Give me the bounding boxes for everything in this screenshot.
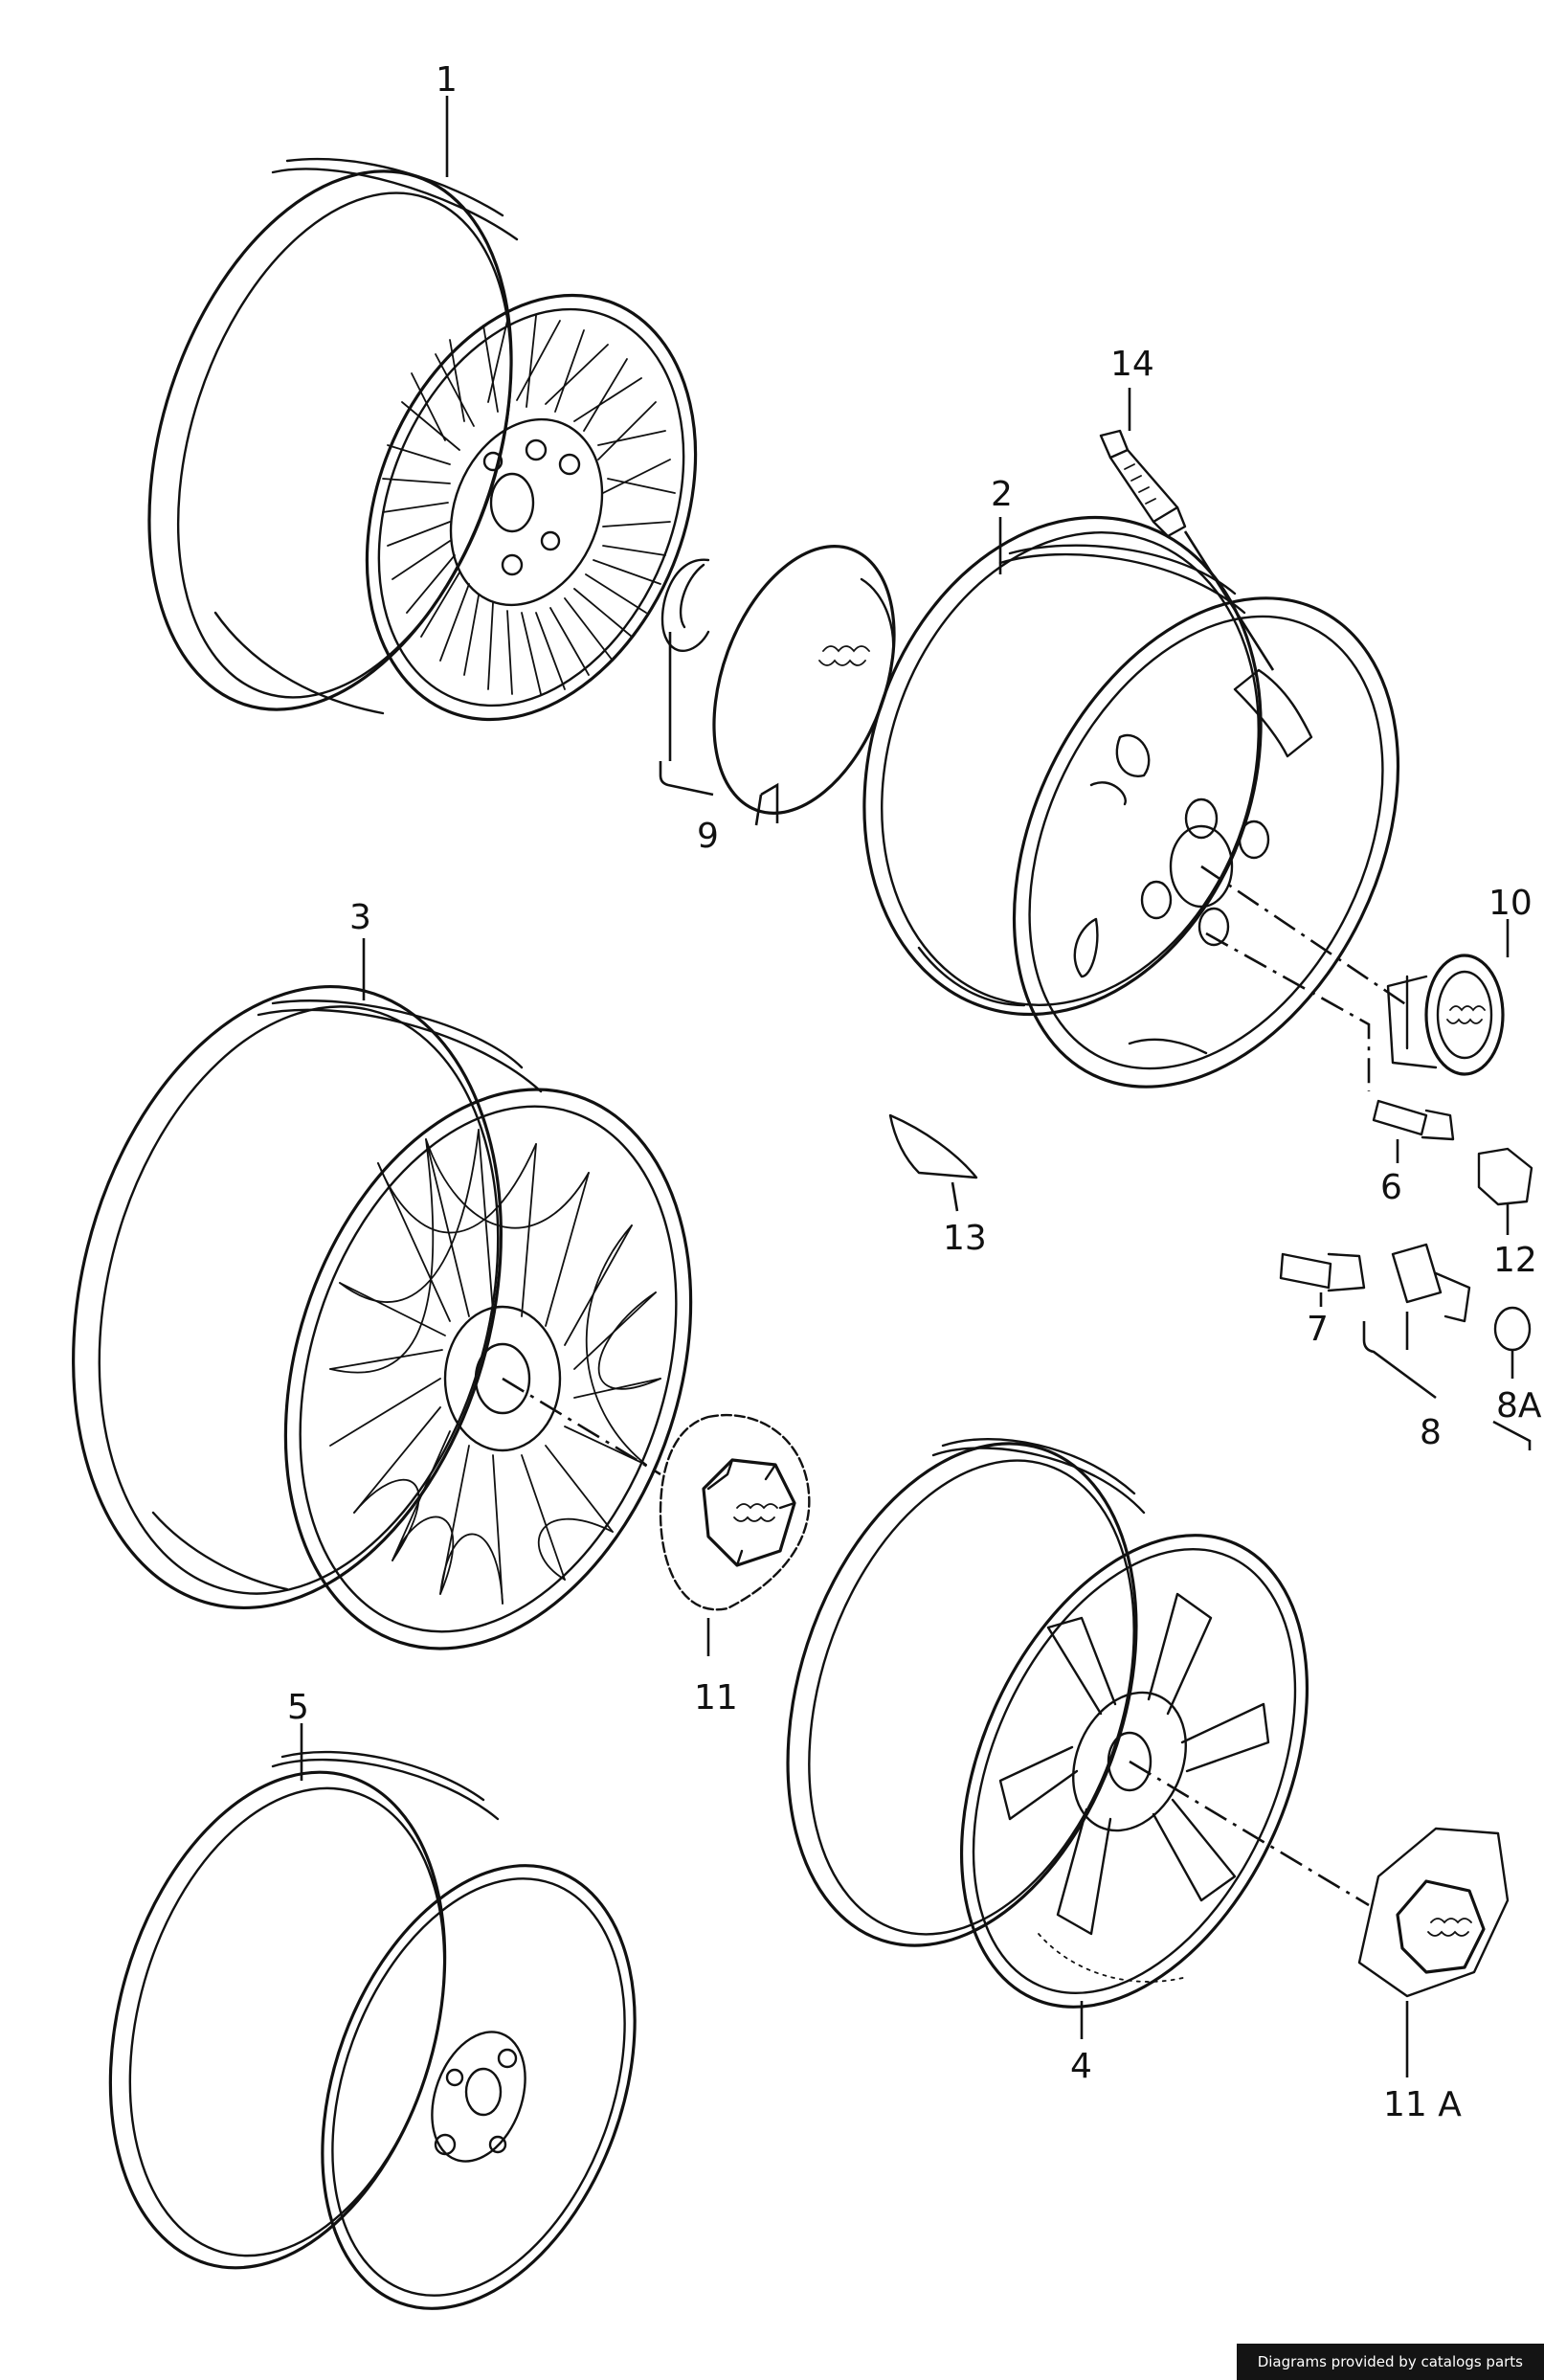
locking-bolt-set-8[interactable] (1362, 1243, 1532, 1450)
credit-banner: Diagrams provided by catalogs parts (1236, 2344, 1544, 2380)
center-cap-11a[interactable] (1357, 1827, 1510, 2077)
label-5: 5 (287, 1688, 309, 1727)
wheel-4-spoke-rim[interactable] (727, 1399, 1376, 2061)
center-cap-10[interactable] (1386, 954, 1505, 1076)
label-9: 9 (697, 817, 719, 856)
bolt-cap-12[interactable] (1477, 1147, 1533, 1235)
label-8: 8 (1420, 1413, 1442, 1452)
label-4: 4 (1070, 2047, 1092, 2086)
center-cap-set-9[interactable] (660, 522, 928, 839)
label-3: 3 (349, 898, 371, 937)
label-6: 6 (1380, 1168, 1402, 1207)
wheel-2-rim[interactable] (802, 465, 1474, 1150)
wheel-bolt-6[interactable] (1372, 1099, 1455, 1163)
label-7: 7 (1307, 1310, 1329, 1349)
wheel-bolt-7[interactable] (1279, 1252, 1366, 1307)
label-1: 1 (436, 60, 458, 100)
label-2: 2 (991, 475, 1013, 514)
label-11a: 11 A (1383, 2085, 1462, 2124)
center-cap-11[interactable] (659, 1413, 811, 1656)
label-13: 13 (943, 1219, 987, 1258)
valve-stem-14[interactable] (1099, 429, 1275, 671)
wheel-1-mesh-rim[interactable] (85, 124, 756, 769)
wheel-3-cross-spoke-rim[interactable] (11, 941, 759, 1701)
wheel-5-steel-rim[interactable] (56, 1733, 692, 2352)
label-10: 10 (1488, 884, 1533, 923)
balance-weight-13[interactable] (888, 1113, 978, 1212)
label-14: 14 (1110, 345, 1154, 384)
label-11: 11 (694, 1678, 738, 1718)
label-8a: 8A (1496, 1386, 1542, 1426)
label-12: 12 (1493, 1241, 1537, 1280)
